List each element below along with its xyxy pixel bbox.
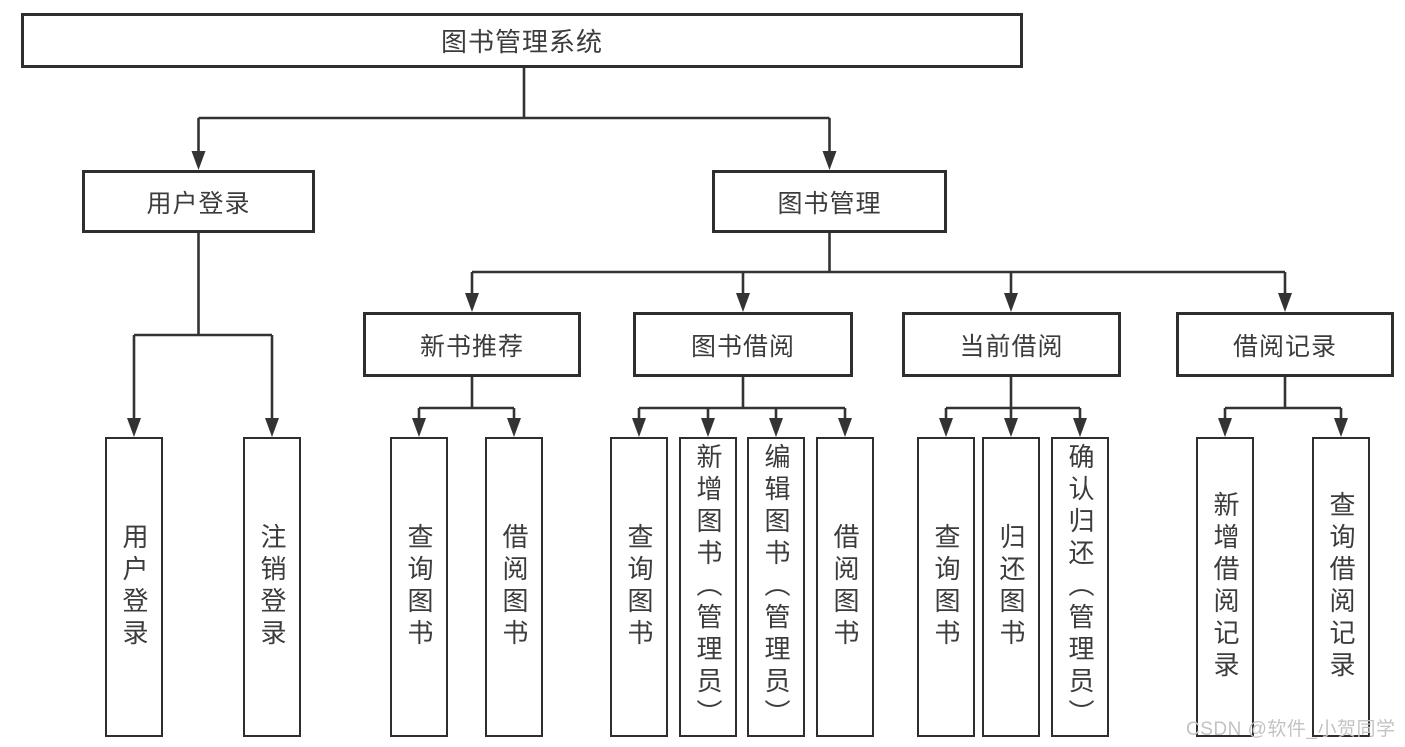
connector-book-management-children	[465, 233, 1292, 312]
leaf-new-books-borrow-books-label: 借阅图书	[499, 523, 529, 651]
node-book-management: 图书管理	[712, 170, 947, 233]
leaf-user-login-label: 用户登录	[119, 523, 149, 651]
connector-book-borrow-children	[632, 377, 852, 437]
leaf-borrow-edit-books-admin-label: 编辑图书（管理员）	[761, 443, 791, 731]
leaf-new-books-query-books-label: 查询图书	[404, 523, 434, 651]
node-new-book-recommend-label: 新书推荐	[419, 332, 524, 361]
connector-root-to-level2	[191, 68, 837, 170]
connector-user-login-children	[127, 233, 279, 437]
connector-new-books-children	[412, 377, 521, 437]
leaf-current-query-books-label: 查询图书	[931, 523, 961, 651]
connector-borrow-records-children	[1218, 377, 1348, 437]
leaf-new-books-borrow-books: 借阅图书	[485, 437, 543, 737]
leaf-current-confirm-return-admin-label: 确认归还（管理员）	[1065, 443, 1095, 731]
node-new-book-recommend: 新书推荐	[363, 312, 581, 377]
leaf-records-add-record: 新增借阅记录	[1196, 437, 1254, 737]
leaf-borrow-add-books-admin-label: 新增图书（管理员）	[693, 443, 723, 731]
leaf-borrow-borrow-books: 借阅图书	[816, 437, 874, 737]
leaf-new-books-query-books: 查询图书	[390, 437, 448, 737]
leaf-borrow-query-books-label: 查询图书	[624, 523, 654, 651]
leaf-borrow-add-books-admin: 新增图书（管理员）	[679, 437, 737, 737]
leaf-current-return-books-label: 归还图书	[996, 523, 1026, 651]
leaf-borrow-edit-books-admin: 编辑图书（管理员）	[747, 437, 805, 737]
leaf-current-query-books: 查询图书	[917, 437, 975, 737]
node-current-borrowing-label: 当前借阅	[959, 332, 1064, 361]
node-user-login-label: 用户登录	[146, 189, 251, 218]
node-borrowing-records: 借阅记录	[1176, 312, 1394, 377]
node-user-login: 用户登录	[82, 170, 315, 233]
leaf-records-query-record-label: 查询借阅记录	[1326, 491, 1356, 683]
node-book-borrowing: 图书借阅	[633, 312, 853, 377]
leaf-logout: 注销登录	[243, 437, 301, 737]
node-library-system-label: 图书管理系统	[440, 27, 603, 57]
leaf-records-query-record: 查询借阅记录	[1312, 437, 1370, 737]
leaf-records-add-record-label: 新增借阅记录	[1210, 491, 1240, 683]
leaf-borrow-query-books: 查询图书	[610, 437, 668, 737]
leaf-current-return-books: 归还图书	[982, 437, 1040, 737]
connector-current-borrow-children	[939, 377, 1087, 437]
leaf-current-confirm-return-admin: 确认归还（管理员）	[1051, 437, 1109, 737]
node-library-system: 图书管理系统	[21, 13, 1023, 68]
leaf-user-login: 用户登录	[105, 437, 163, 737]
node-current-borrowing: 当前借阅	[902, 312, 1121, 377]
leaf-logout-label: 注销登录	[257, 523, 287, 651]
leaf-borrow-borrow-books-label: 借阅图书	[830, 523, 860, 651]
node-book-borrowing-label: 图书借阅	[690, 332, 795, 361]
node-book-management-label: 图书管理	[777, 189, 882, 218]
node-borrowing-records-label: 借阅记录	[1232, 332, 1337, 361]
